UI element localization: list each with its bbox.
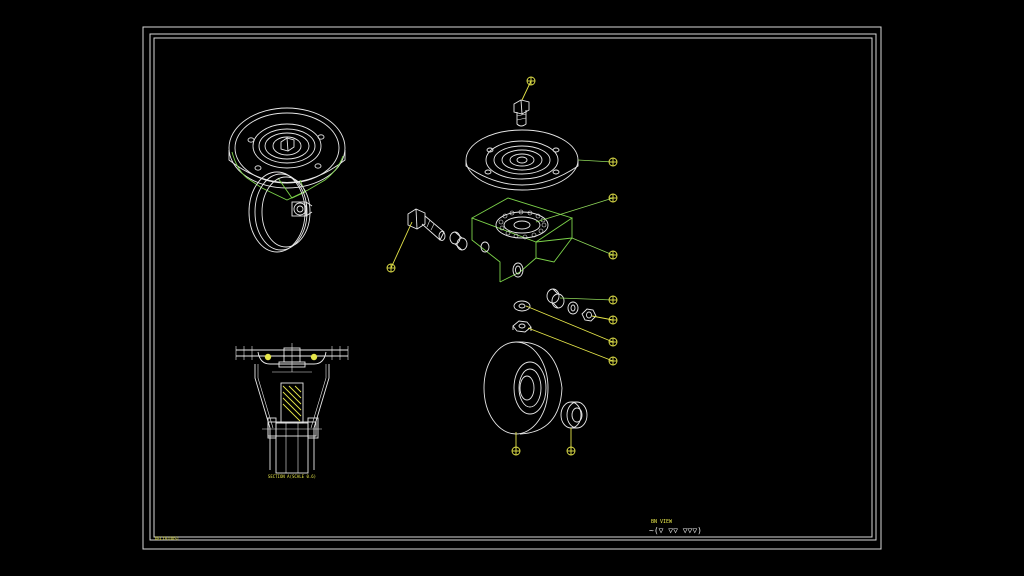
balloon-left-nut[interactable] — [608, 356, 618, 366]
balloon-top-bolt[interactable] — [526, 76, 536, 86]
drawing-frame — [142, 26, 882, 550]
section-caption: SECTION A(SCALE 0.6) — [268, 474, 316, 479]
part-top-bolt[interactable] — [513, 99, 530, 127]
part-balloons[interactable] — [386, 76, 618, 456]
surface-finish-symbols: ~(▽ ▽▽ ▽▽▽) — [649, 526, 702, 535]
balloon-mounting-plate[interactable] — [608, 157, 618, 167]
leader-lines — [390, 80, 614, 450]
assembled-caster-view[interactable] — [228, 107, 346, 253]
part-spacer-sleeve[interactable] — [449, 231, 468, 251]
bearing-balls — [498, 209, 547, 240]
note-heading: BN VIEW — [651, 519, 673, 525]
part-mounting-plate[interactable] — [465, 129, 579, 191]
balloon-wheel[interactable] — [511, 446, 521, 456]
part-right-nut[interactable] — [581, 308, 597, 322]
corner-label: DELTA(DOS) — [155, 536, 179, 541]
section-view[interactable] — [235, 343, 349, 474]
balloon-right-bushing[interactable] — [608, 295, 618, 305]
part-left-nut[interactable] — [512, 320, 532, 333]
part-wheel[interactable] — [483, 341, 563, 435]
balloon-bearing[interactable] — [608, 193, 618, 203]
balloon-right-nut[interactable] — [608, 315, 618, 325]
part-fork-bracket[interactable] — [470, 197, 574, 283]
part-right-washer[interactable] — [567, 301, 579, 315]
part-wheel-bearing[interactable] — [560, 401, 588, 429]
part-left-washer[interactable] — [513, 300, 531, 312]
balloon-axle-bolt[interactable] — [386, 263, 396, 273]
balloon-wheel-bearing[interactable] — [566, 446, 576, 456]
balloon-fork-bracket[interactable] — [608, 250, 618, 260]
balloon-left-washer[interactable] — [608, 337, 618, 347]
part-right-bushing[interactable] — [546, 288, 565, 309]
part-axle-bolt[interactable] — [407, 208, 446, 241]
